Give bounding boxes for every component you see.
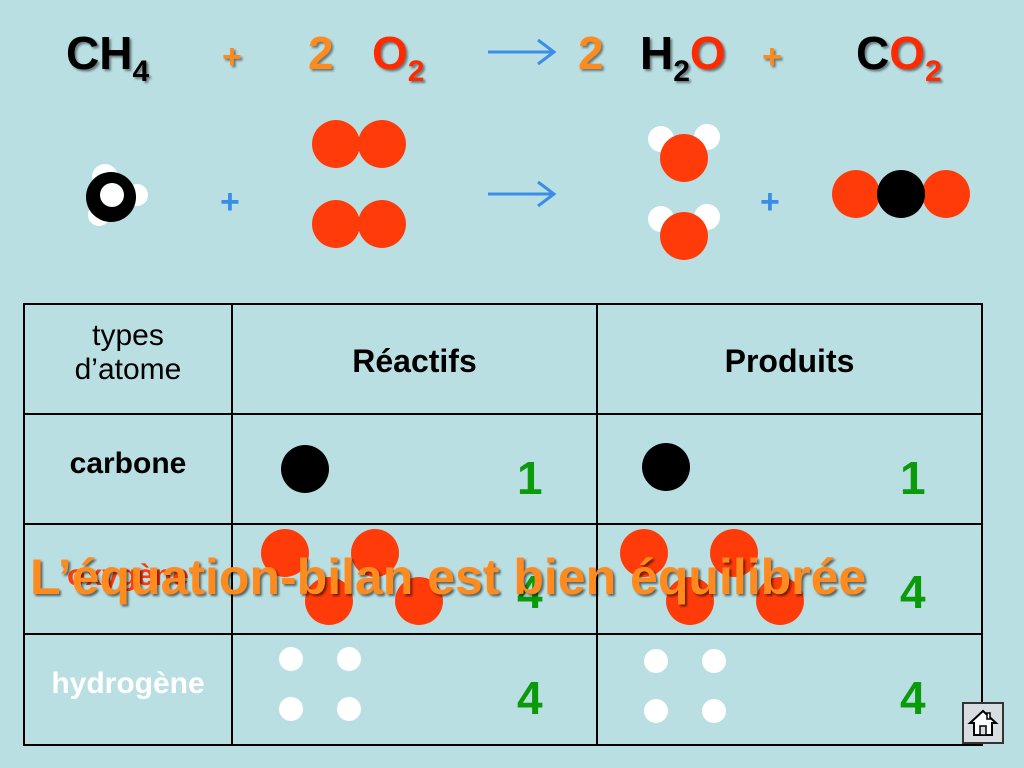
reactifs-hydrogene-count: 4	[517, 672, 543, 724]
hydrogen-atom	[702, 649, 726, 673]
row-label-carbone: carbone	[69, 447, 187, 480]
hydrogen-atom	[279, 647, 303, 671]
molecule-co2	[832, 170, 972, 220]
oxygen-atom	[710, 529, 758, 577]
home-icon	[967, 707, 999, 744]
oxygen-atom	[358, 200, 406, 248]
equation-plus-1: +	[222, 38, 242, 76]
molecule-h2o-pair	[644, 122, 724, 262]
hydrogen-atom	[702, 699, 726, 723]
reactifs-carbone-cell: 1	[231, 413, 598, 525]
equation-coef-o2: 2	[308, 27, 334, 79]
equation-o2: O2	[372, 27, 425, 88]
equation-coef-h2o: 2	[578, 27, 604, 79]
molecule-plus-right: +	[760, 183, 780, 221]
oxygen-atom	[620, 529, 668, 577]
carbon-atom	[281, 445, 329, 493]
produits-hydrogene-count: 4	[900, 672, 926, 724]
oxygen-atom	[756, 577, 804, 625]
hydrogen-atom	[279, 697, 303, 721]
balanced-banner: L’équation-bilan est bien équilibrée	[30, 549, 867, 605]
header-produits: Produits	[596, 303, 983, 415]
hydrogen-atom	[644, 649, 668, 673]
header-reactifs-label: Réactifs	[352, 343, 477, 379]
header-types-label: types d’atome	[74, 319, 182, 386]
produits-hydrogene-cell: 4	[596, 633, 983, 746]
home-button[interactable]	[962, 702, 1004, 744]
equation-h2o: H2O	[640, 27, 726, 88]
hydrogen-atom	[337, 647, 361, 671]
row-label-hydrogene: hydrogène	[51, 667, 205, 700]
row-label-cell: oxygène	[23, 523, 233, 635]
hydrogen-atom	[100, 183, 124, 207]
molecule-ch4	[82, 160, 152, 230]
oxygen-atom	[666, 577, 714, 625]
header-produits-label: Produits	[724, 343, 855, 379]
oxygen-atom	[305, 577, 353, 625]
molecule-o2-pair	[310, 118, 410, 252]
oxygen-atom	[261, 529, 309, 577]
produits-oxygene-cell: 4	[596, 523, 983, 635]
oxygen-atom	[312, 120, 360, 168]
equation-plus-2: +	[762, 38, 782, 76]
oxygen-atom	[312, 200, 360, 248]
oxygen-atom	[922, 170, 970, 218]
table-row-hydrogene: hydrogène 4 4	[23, 633, 983, 746]
equation-arrow-icon	[486, 36, 558, 68]
oxygen-atom	[832, 170, 880, 218]
equation-ch4: CH4	[66, 27, 150, 88]
header-types: types d’atome	[23, 303, 233, 415]
reactifs-carbone-count: 1	[517, 452, 543, 504]
reactifs-oxygene-count: 4	[517, 566, 543, 618]
oxygen-atom	[660, 134, 708, 182]
reactifs-oxygene-cell: 4	[231, 523, 598, 635]
produits-oxygene-count: 4	[900, 566, 926, 618]
table-row-carbone: carbone 1 1	[23, 413, 983, 525]
reactifs-hydrogene-cell: 4	[231, 633, 598, 746]
row-label-oxygene: oxygène	[67, 559, 189, 592]
row-label-cell: hydrogène	[23, 633, 233, 746]
hydrogen-atom	[644, 699, 668, 723]
carbon-atom	[877, 170, 925, 218]
table-row-oxygene: oxygène 4 4	[23, 523, 983, 635]
molecule-arrow-icon	[486, 178, 558, 210]
produits-carbone-cell: 1	[596, 413, 983, 525]
produits-carbone-count: 1	[900, 452, 926, 504]
oxygen-atom	[660, 212, 708, 260]
equation-co2: CO2	[856, 27, 942, 88]
header-reactifs: Réactifs	[231, 303, 598, 415]
oxygen-atom	[358, 120, 406, 168]
carbon-atom	[642, 443, 690, 491]
oxygen-atom	[395, 577, 443, 625]
molecule-plus-left: +	[220, 183, 240, 221]
oxygen-atom	[351, 529, 399, 577]
row-label-cell: carbone	[23, 413, 233, 525]
atom-balance-table: types d’atome Réactifs Produits carbone …	[23, 303, 983, 746]
hydrogen-atom	[337, 697, 361, 721]
